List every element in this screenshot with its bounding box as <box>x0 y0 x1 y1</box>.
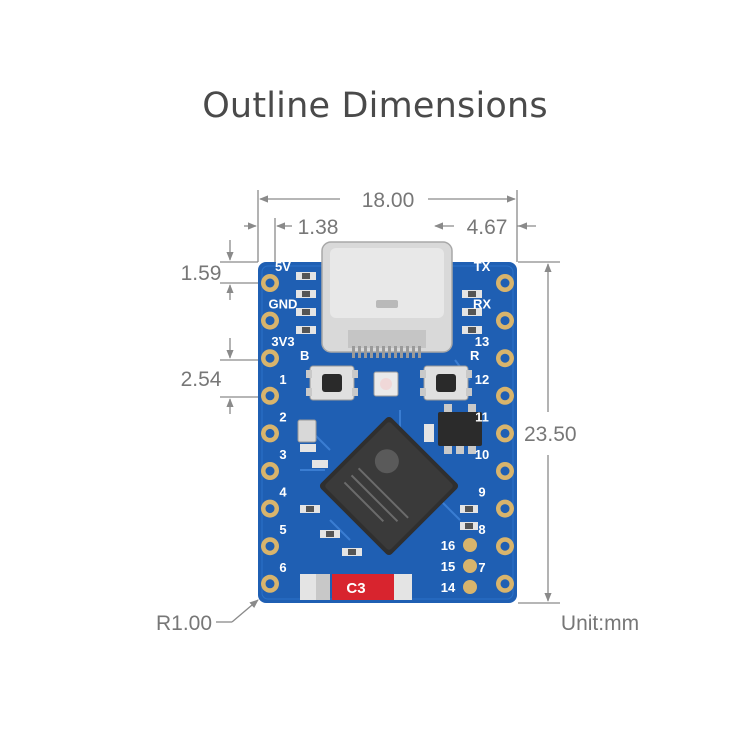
left-pad-hole <box>265 466 275 476</box>
inner-pin-label: 16 <box>441 538 455 553</box>
voltage-regulator <box>438 404 482 454</box>
right-pad-hole <box>500 353 510 363</box>
left-pin-label: 6 <box>279 560 286 575</box>
left-pin-label: 3 <box>279 447 286 462</box>
width-dimension: 18.00 <box>362 189 415 212</box>
boot-button <box>306 365 358 401</box>
left-offset-dimension: 1.38 <box>298 216 339 239</box>
left-pad-hole <box>265 504 275 514</box>
right-pin-label: 8 <box>478 522 485 537</box>
usb-c-connector <box>321 241 453 358</box>
right-pad-hole <box>500 391 510 401</box>
left-pin-labels: 5V GND 3V3 1 2 3 4 5 6 <box>269 259 298 575</box>
smd-components <box>296 272 482 556</box>
right-pad-hole <box>500 316 510 326</box>
rgb-led <box>373 371 399 397</box>
right-pad-hole <box>500 579 510 589</box>
left-pad-hole <box>265 316 275 326</box>
right-pad-hole <box>500 428 510 438</box>
left-pad-hole <box>265 391 275 401</box>
page-title: Outline Dimensions <box>202 86 548 126</box>
model-label-badge <box>332 574 394 600</box>
model-label: C3 <box>346 580 365 597</box>
dimension-lines <box>216 190 560 623</box>
right-pad-hole <box>500 541 510 551</box>
inner-pin-labels: 16 15 14 <box>441 538 456 595</box>
reset-button <box>420 365 472 401</box>
unit-label: Unit:mm <box>561 612 639 635</box>
left-pad-hole <box>265 541 275 551</box>
left-pad-hole <box>265 428 275 438</box>
right-pin-label: 12 <box>475 372 489 387</box>
esp32-chip <box>319 416 459 556</box>
right-pad-hole <box>500 504 510 514</box>
left-pin-label: 3V3 <box>271 334 294 349</box>
height-dimension: 23.50 <box>524 423 577 446</box>
right-pin-label: 13 <box>475 334 489 349</box>
left-pin-label: 5V <box>275 259 291 274</box>
reset-button-label: R <box>470 348 480 363</box>
left-pin-label: 1 <box>279 372 286 387</box>
right-pad-hole <box>500 466 510 476</box>
left-pad-hole <box>265 278 275 288</box>
inner-pad-14 <box>463 580 477 594</box>
right-pin-label: TX <box>474 259 491 274</box>
right-offset-dimension: 4.67 <box>467 216 508 239</box>
inner-pin-label: 15 <box>441 559 455 574</box>
pitch-dimension: 2.54 <box>181 368 222 391</box>
left-pin-label: GND <box>269 297 298 312</box>
right-pin-label: 9 <box>478 485 485 500</box>
right-pin-label: RX <box>473 297 491 312</box>
inner-pad-15 <box>463 559 477 573</box>
boot-button-label: B <box>300 348 309 363</box>
left-pin-label: 5 <box>279 522 286 537</box>
right-pin-label: 11 <box>475 409 489 424</box>
left-pad-hole <box>265 353 275 363</box>
inner-pad-16 <box>463 538 477 552</box>
right-pin-labels: TX RX 13 12 11 10 9 8 7 <box>473 259 491 575</box>
right-pin-pads <box>496 274 514 593</box>
left-pad-hole <box>265 579 275 589</box>
left-pin-label: 4 <box>279 485 287 500</box>
corner-radius-label: R1.00 <box>156 612 212 635</box>
right-pin-label: 10 <box>475 447 489 462</box>
left-pin-pads <box>261 274 279 593</box>
inner-pin-pads <box>463 538 477 594</box>
right-pad-hole <box>500 278 510 288</box>
bottom-components <box>300 574 412 600</box>
left-pin-label: 2 <box>279 409 286 424</box>
right-pin-label: 7 <box>478 560 485 575</box>
inner-pin-label: 14 <box>441 580 456 595</box>
top-pad-dimension: 1.59 <box>181 262 222 285</box>
